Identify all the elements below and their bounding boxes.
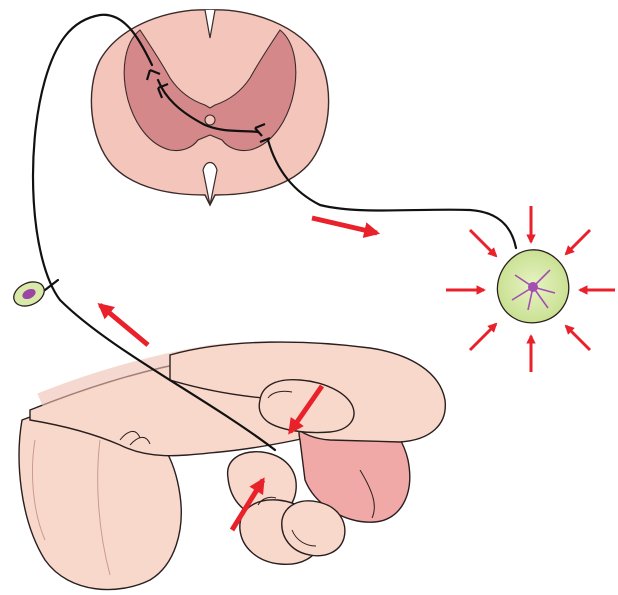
secretion-arrow-nw [470,230,496,256]
secretion-arrow-se [566,326,590,350]
sensory-ganglion-icon [10,277,48,310]
spinal-cord-cross-section [91,10,328,205]
secretion-arrow-ne [566,230,590,254]
central-canal [205,115,215,125]
secretion-arrow-sw [470,324,496,350]
signal-arrow-efferent [312,218,377,233]
glandular-cell-icon [497,250,568,323]
